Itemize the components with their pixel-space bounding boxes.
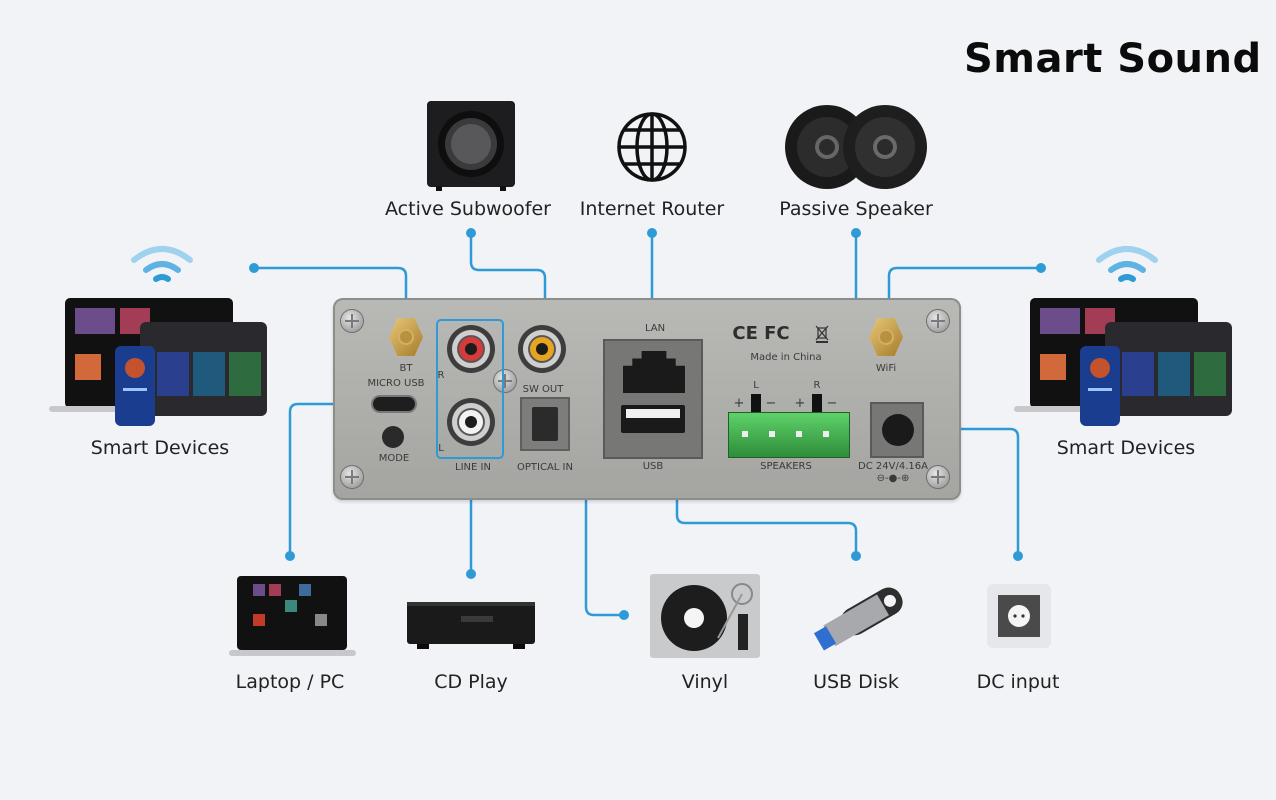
laptop-icon (225, 574, 360, 659)
label-wifi: WiFi (875, 363, 897, 374)
usb-drive-icon (810, 582, 910, 652)
label-smart-devices-right: Smart Devices (1056, 437, 1196, 459)
wifi-antenna-connector (869, 318, 903, 356)
label-vinyl: Vinyl (681, 671, 729, 693)
line-in-l-jack (447, 398, 495, 446)
label-dc-input: DC input (976, 671, 1060, 693)
screw-icon (927, 310, 949, 332)
label-passive-speaker: Passive Speaker (779, 198, 933, 220)
label-lan: LAN (644, 323, 666, 334)
speaker-pair-icon (784, 104, 929, 190)
label-micro-usb: MICRO USB (367, 378, 425, 389)
dc-jack (870, 402, 924, 458)
optical-in-port (520, 397, 570, 451)
label-plus-l: + (733, 396, 745, 411)
label-sw-out: SW OUT (522, 384, 564, 395)
dot-laptop (285, 551, 295, 561)
line-wifi (887, 266, 1043, 337)
turntable-icon (650, 574, 760, 658)
label-dc-rating: DC 24V/4.16A (858, 461, 928, 472)
label-cd-play: CD Play (434, 671, 508, 693)
amplifier-rear-panel: BT MICRO USB MODE R L LINE IN SW OUT OPT… (333, 298, 961, 500)
dot-vinyl (619, 610, 629, 620)
sw-out-jack (518, 325, 566, 373)
dot-speaker (851, 228, 861, 238)
label-spk-r: R (813, 380, 821, 391)
dot-router (647, 228, 657, 238)
power-socket-icon (987, 584, 1051, 648)
line-in-group (436, 319, 504, 459)
label-bt: BT (399, 363, 413, 374)
label-plus-r: + (794, 396, 806, 411)
screw-icon (341, 310, 363, 332)
label-spk-l: L (753, 380, 759, 391)
screw-icon (927, 466, 949, 488)
label-smart-devices-left: Smart Devices (90, 437, 230, 459)
dot-usb (851, 551, 861, 561)
smart-devices-icon (45, 296, 267, 426)
dot-dc (1013, 551, 1023, 561)
bt-antenna-connector (389, 318, 423, 356)
speaker-terminal-block (728, 412, 850, 458)
micro-usb-port (373, 397, 415, 411)
label-minus-l: − (765, 396, 777, 411)
line-micro-usb (288, 402, 394, 558)
label-line-r: R (437, 370, 445, 381)
weee-icon (815, 325, 829, 343)
label-optical-in: OPTICAL IN (517, 462, 573, 473)
label-laptop-pc: Laptop / PC (235, 671, 345, 693)
label-internet-router: Internet Router (579, 198, 725, 220)
label-speakers: SPEAKERS (760, 461, 812, 472)
label-mode: MODE (378, 453, 410, 464)
lan-port (623, 351, 685, 393)
mode-button[interactable] (382, 426, 404, 448)
globe-icon (615, 110, 689, 184)
subwoofer-icon (426, 100, 516, 192)
screw-icon (341, 466, 363, 488)
smart-devices-icon (1010, 296, 1232, 426)
ce-fcc-marks: CE FC (732, 323, 790, 344)
label-usb-disk: USB Disk (813, 671, 899, 693)
label-made-in: Made in China (750, 352, 822, 363)
line-bt (252, 266, 408, 337)
dot-subwoofer (466, 228, 476, 238)
page-title: Smart Sound (964, 36, 1262, 82)
lan-usb-block (603, 339, 703, 459)
line-in-r-jack (447, 325, 495, 373)
line-usb (675, 438, 858, 558)
line-dc (896, 427, 1020, 558)
spk-lever-r (812, 394, 822, 412)
dot-cd (466, 569, 476, 579)
dot-wifi (1036, 263, 1046, 273)
label-line-l: L (438, 443, 444, 454)
label-minus-r: − (826, 396, 838, 411)
line-subwoofer (469, 231, 547, 352)
label-usb: USB (642, 461, 664, 472)
polarity-icon: ⊖-●-⊕ (876, 473, 910, 484)
wifi-icon (130, 244, 194, 284)
usb-port (621, 405, 685, 433)
label-line-in: LINE IN (455, 462, 491, 473)
screw-icon (494, 370, 516, 392)
spk-lever-l (751, 394, 761, 412)
dot-bt (249, 263, 259, 273)
label-active-subwoofer: Active Subwoofer (385, 198, 551, 220)
wifi-icon (1095, 244, 1159, 284)
cd-player-icon (405, 600, 537, 650)
